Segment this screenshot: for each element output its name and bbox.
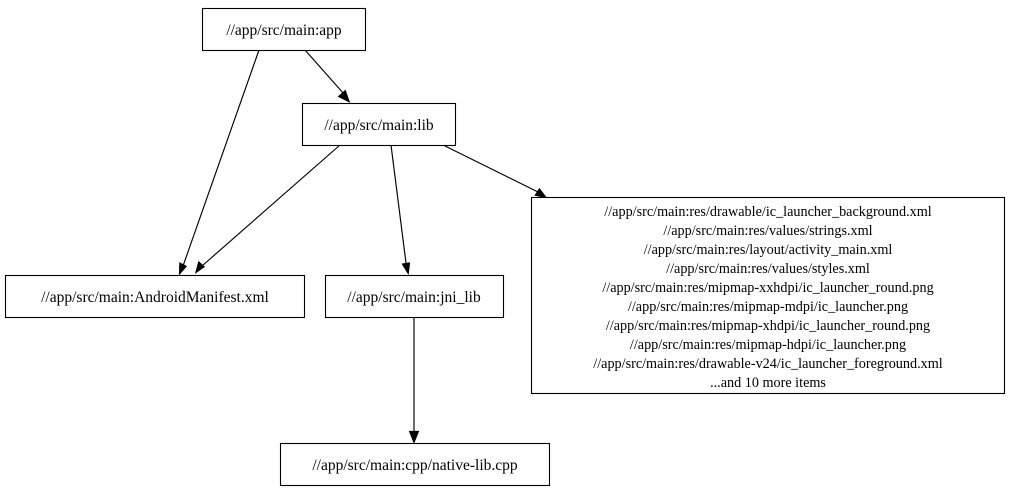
node-lib[interactable]: //app/src/main:lib bbox=[301, 102, 457, 147]
node-app[interactable]: //app/src/main:app bbox=[201, 7, 367, 52]
edge-app-to-androidmanifest bbox=[178, 49, 260, 276]
node-native-lib-label: //app/src/main:cpp/native-lib.cpp bbox=[312, 457, 518, 474]
node-resources-line-1: //app/src/main:res/drawable/ic_launcher_… bbox=[604, 204, 931, 220]
arrowhead-icon bbox=[194, 260, 206, 274]
node-resources-line-4: //app/src/main:res/values/styles.xml bbox=[666, 261, 870, 277]
node-resources-line-10: ...and 10 more items bbox=[710, 375, 826, 391]
node-jni-lib-box[interactable] bbox=[324, 274, 505, 319]
edge-lib-to-androidmanifest bbox=[194, 144, 341, 274]
node-jni-lib[interactable]: //app/src/main:jni_lib bbox=[324, 274, 505, 319]
edge-line bbox=[390, 144, 407, 264]
node-resources[interactable]: //app/src/main:res/drawable/ic_launcher_… bbox=[530, 196, 1006, 395]
node-resources-line-7: //app/src/main:res/mipmap-xhdpi/ic_launc… bbox=[606, 318, 930, 334]
node-resources-line-9: //app/src/main:res/drawable-v24/ic_launc… bbox=[593, 356, 943, 372]
arrowhead-icon bbox=[401, 262, 411, 276]
arrowhead-icon bbox=[408, 430, 420, 445]
node-resources-line-6: //app/src/main:res/mipmap-mdpi/ic_launch… bbox=[628, 299, 908, 315]
edge-line bbox=[201, 144, 341, 267]
node-androidmanifest-label: //app/src/main:AndroidManifest.xml bbox=[41, 289, 269, 306]
node-app-label: //app/src/main:app bbox=[226, 22, 342, 39]
node-androidmanifest[interactable]: //app/src/main:AndroidManifest.xml bbox=[4, 274, 306, 319]
node-resources-line-8: //app/src/main:res/mipmap-hdpi/ic_launch… bbox=[630, 337, 906, 353]
edge-line bbox=[304, 49, 345, 95]
node-resources-box[interactable] bbox=[530, 196, 1006, 395]
node-lib-label: //app/src/main:lib bbox=[324, 117, 434, 134]
node-androidmanifest-box[interactable] bbox=[4, 274, 306, 319]
edge-app-to-lib bbox=[304, 49, 351, 103]
arrowhead-icon bbox=[337, 89, 351, 103]
edge-line bbox=[182, 49, 260, 267]
node-native-lib[interactable]: //app/src/main:cpp/native-lib.cpp bbox=[279, 442, 551, 487]
node-jni-lib-label: //app/src/main:jni_lib bbox=[347, 289, 481, 306]
node-native-lib-box[interactable] bbox=[279, 442, 551, 487]
edge-jni-lib-to-native-lib bbox=[408, 317, 420, 445]
edge-lib-to-jni-lib bbox=[390, 144, 411, 276]
node-resources-line-3: //app/src/main:res/layout/activity_main.… bbox=[644, 242, 893, 258]
node-app-box[interactable] bbox=[201, 7, 367, 52]
node-resources-line-5: //app/src/main:res/mipmap-xxhdpi/ic_laun… bbox=[602, 280, 933, 296]
node-resources-line-2: //app/src/main:res/values/strings.xml bbox=[663, 223, 872, 239]
node-lib-box[interactable] bbox=[301, 102, 457, 147]
graph-edges bbox=[178, 49, 548, 445]
arrowhead-icon bbox=[178, 262, 188, 276]
edge-line bbox=[442, 144, 539, 193]
arrowhead-icon bbox=[534, 187, 548, 199]
graph-nodes: //app/src/main:app //app/src/main:lib //… bbox=[4, 7, 1006, 487]
edge-lib-to-resources bbox=[442, 144, 548, 199]
